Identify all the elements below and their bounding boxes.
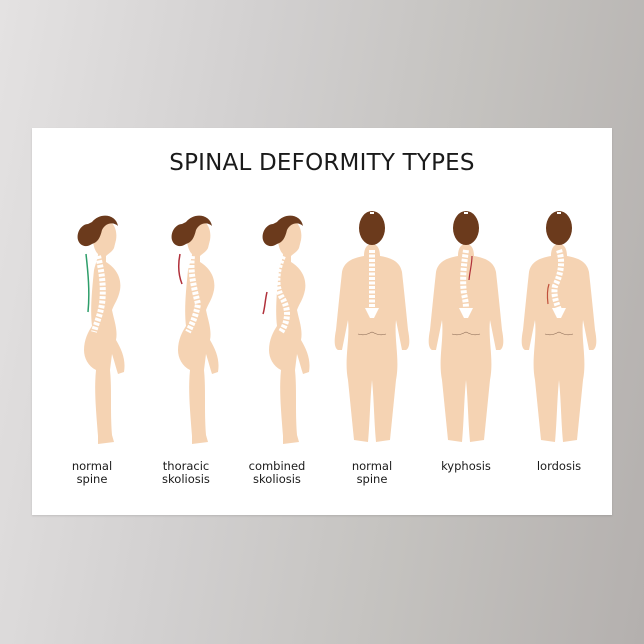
label-normal-spine-back: normal spine: [351, 459, 393, 486]
side-body-illustration: [262, 215, 310, 444]
back-body-illustration: [428, 211, 504, 442]
label-thoracic-skoliosis: thoracic skoliosis: [162, 459, 210, 486]
label-lordosis: lordosis: [536, 459, 582, 473]
label-kyphosis: kyphosis: [441, 459, 491, 473]
figure-back-kyphosis: [416, 200, 516, 450]
side-body-illustration: [171, 215, 219, 444]
figure-side-normal-spine: [42, 200, 142, 450]
poster: SPINAL DEFORMITY TYPES normal spine thor…: [32, 128, 612, 515]
figure-side-combined-skoliosis: [227, 200, 327, 450]
label-normal-spine-side: normal spine: [71, 459, 113, 486]
figure-back-lordosis: [509, 200, 609, 450]
figure-back-normal-spine: [322, 200, 422, 450]
figure-side-thoracic-skoliosis: [136, 200, 236, 450]
poster-title: SPINAL DEFORMITY TYPES: [169, 150, 475, 176]
back-body-illustration: [521, 211, 597, 442]
label-combined-skoliosis: combined skoliosis: [248, 459, 306, 486]
back-body-illustration: [334, 211, 410, 442]
side-body-illustration: [77, 215, 125, 444]
